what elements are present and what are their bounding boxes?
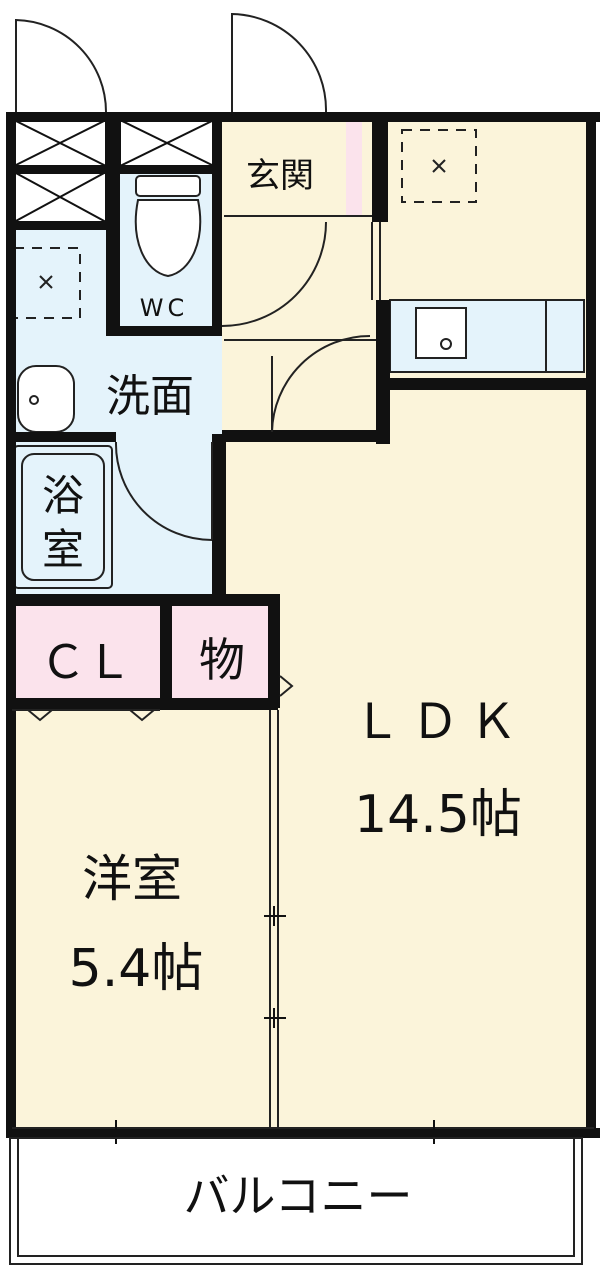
kitchen-counter-icon: [389, 299, 585, 373]
senmen-label: 洗面: [106, 371, 194, 422]
yokushitsu-label-top: 浴: [42, 471, 84, 520]
balcony-label: バルコニー: [183, 1169, 412, 1223]
bath-floor: [12, 438, 222, 600]
toilet-icon: [134, 175, 202, 278]
yoshitsu-name-label: 洋室: [82, 850, 182, 908]
genkan-strip: [346, 120, 362, 215]
ldk-floor: [222, 118, 592, 1133]
thin-lines: [12, 215, 594, 1129]
cl-floor: [12, 600, 164, 702]
washbasin-icon: [17, 365, 75, 433]
doors: [12, 12, 371, 722]
vent-kitchen: [401, 129, 477, 203]
yokushitsu-label-bottom: 室: [42, 525, 84, 574]
sliding-door-marks: [115, 906, 435, 1144]
cl-label: ＣＬ: [40, 635, 132, 689]
mono-floor: [170, 600, 274, 702]
mono-label: 物: [199, 633, 245, 687]
yoshitsu-size-label: 5.4帖: [69, 939, 204, 999]
ldk-size-label: 14.5帖: [354, 785, 522, 845]
yoshitsu-floor: [12, 705, 274, 1133]
ldk-name-label: ＬＤＫ: [353, 694, 527, 750]
wc-label: WC: [140, 294, 189, 322]
walls: [6, 112, 600, 1138]
vent-marks: [39, 159, 446, 289]
balcony: [9, 1137, 583, 1265]
genkan-label: 玄関: [246, 156, 314, 196]
